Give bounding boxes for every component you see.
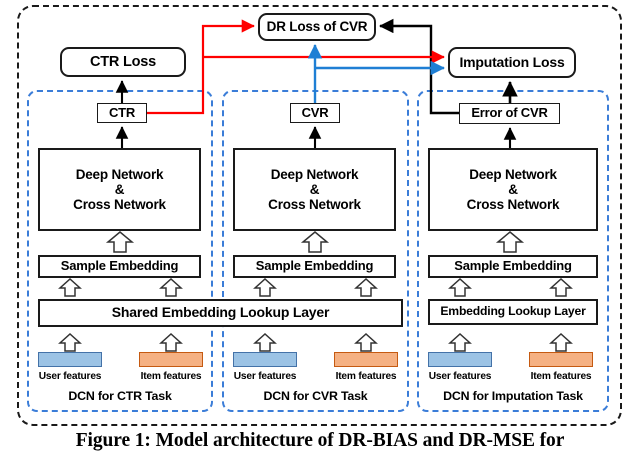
sample-embedding-box-cvr[interactable]: Sample Embedding: [233, 255, 396, 278]
embedding-lookup-layer-box[interactable]: Embedding Lookup Layer: [428, 299, 598, 325]
figure-caption: Figure 1: Model architecture of DR-BIAS …: [75, 430, 565, 451]
imputation-loss-box[interactable]: Imputation Loss: [448, 47, 576, 78]
sample-embedding-box-imputation[interactable]: Sample Embedding: [428, 255, 598, 278]
dr-loss-of-cvr-box[interactable]: DR Loss of CVR: [258, 13, 376, 41]
task-label-cvr: DCN for CVR Task: [263, 389, 368, 403]
item-features-chip-imputation[interactable]: [529, 352, 593, 367]
dcn-network-box-ctr[interactable]: Deep Network & Cross Network: [38, 148, 201, 231]
cross-network-label: Cross Network: [466, 197, 560, 213]
task-label-imputation: DCN for Imputation Task: [443, 389, 583, 403]
item-features-label-cvr: Item features: [335, 371, 397, 382]
model-outer-boundary: [17, 5, 622, 426]
item-features-chip-ctr[interactable]: [139, 352, 203, 367]
user-features-label-ctr: User features: [38, 371, 102, 382]
item-features-label-ctr: Item features: [140, 371, 202, 382]
cross-network-label: Cross Network: [268, 197, 361, 213]
user-features-chip-ctr[interactable]: [38, 352, 102, 367]
item-features-label-imputation: Item features: [530, 371, 592, 382]
ctr-loss-box[interactable]: CTR Loss: [60, 47, 186, 77]
ampersand-label: &: [309, 181, 320, 197]
deep-network-label: Deep Network: [469, 166, 557, 182]
deep-network-label: Deep Network: [270, 166, 359, 182]
user-features-chip-cvr[interactable]: [233, 352, 297, 367]
ampersand-label: &: [114, 181, 125, 197]
user-features-chip-imputation[interactable]: [428, 352, 492, 367]
deep-network-label: Deep Network: [75, 166, 164, 182]
cross-network-label: Cross Network: [73, 197, 166, 213]
ctr-prediction-box[interactable]: CTR: [97, 103, 147, 123]
dcn-network-box-imputation[interactable]: Deep Network & Cross Network: [428, 148, 598, 231]
dcn-network-box-cvr[interactable]: Deep Network & Cross Network: [233, 148, 396, 231]
error-of-cvr-box[interactable]: Error of CVR: [459, 103, 560, 124]
sample-embedding-box-ctr[interactable]: Sample Embedding: [38, 255, 201, 278]
cvr-prediction-box[interactable]: CVR: [290, 103, 340, 123]
ampersand-label: &: [508, 181, 518, 197]
user-features-label-cvr: User features: [233, 371, 297, 382]
task-label-ctr: DCN for CTR Task: [68, 389, 172, 403]
item-features-chip-cvr[interactable]: [334, 352, 398, 367]
user-features-label-imputation: User features: [428, 371, 492, 382]
shared-embedding-lookup-layer-box[interactable]: Shared Embedding Lookup Layer: [38, 299, 403, 327]
